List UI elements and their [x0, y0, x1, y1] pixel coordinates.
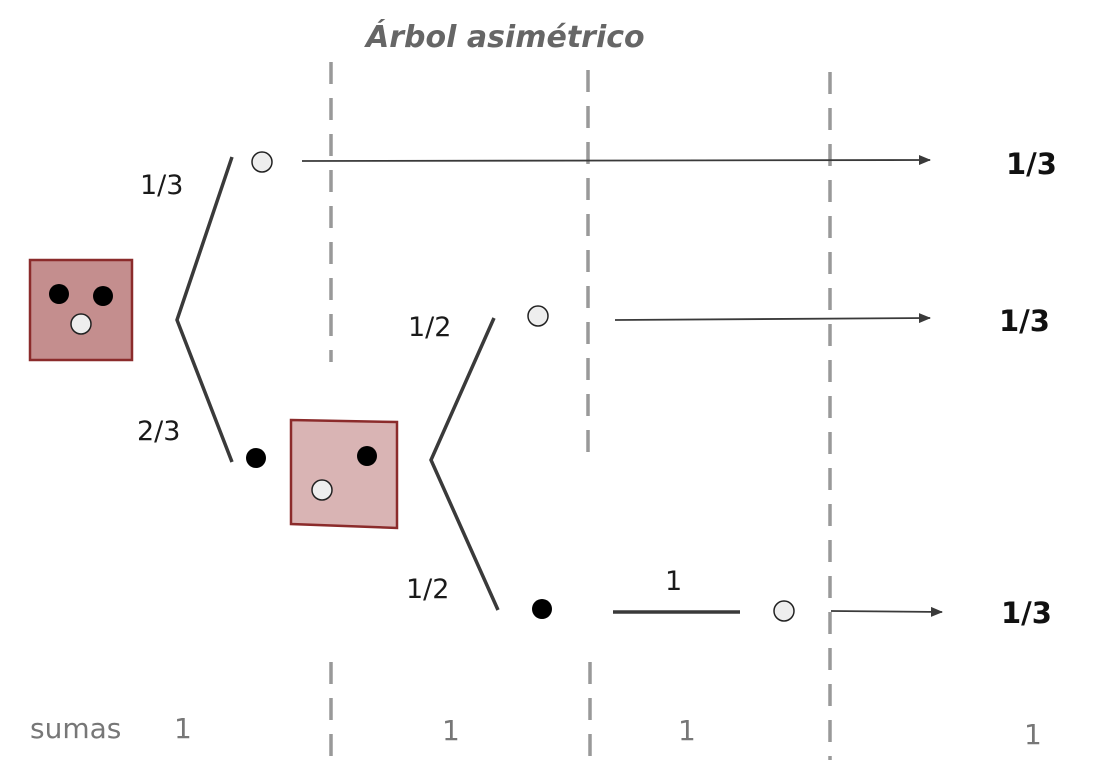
outcome-white-ball-first	[251, 151, 273, 173]
branch-label-third: 1	[665, 566, 683, 597]
urn-after-black-black-ball	[357, 446, 377, 466]
sum-value-2: 1	[442, 714, 460, 747]
branch-label-second-bottom: 1/2	[406, 574, 450, 605]
urn-initial-black-ball-2	[93, 286, 113, 306]
urn-initial-box	[28, 258, 134, 362]
second-branch	[429, 317, 500, 611]
sum-value-3: 1	[678, 714, 696, 747]
urn-after-black-white-ball	[311, 479, 333, 501]
outcome-white-ball-third	[773, 600, 795, 622]
outcome-black-ball-second	[532, 599, 552, 619]
branch-label-bottom: 2/3	[137, 416, 181, 447]
arrow-result-1	[301, 155, 931, 166]
result-1: 1/3	[1006, 147, 1057, 181]
outcome-black-ball-first	[246, 448, 266, 468]
result-2: 1/3	[999, 304, 1050, 338]
urn-after-black	[289, 418, 399, 530]
branch-lines-first	[175, 156, 234, 463]
diagram-title: Árbol asimétrico	[366, 20, 645, 55]
stage-dividers	[329, 62, 832, 760]
urn-initial	[28, 258, 134, 362]
urn-initial-white-ball	[70, 313, 92, 335]
urn-initial-black-ball-1	[49, 284, 69, 304]
urn-after-black-box	[289, 418, 399, 530]
branch-label-top: 1/3	[140, 170, 184, 201]
outcome-white-ball-second	[527, 305, 549, 327]
branch-lines-second	[429, 317, 500, 611]
result-3: 1/3	[1001, 596, 1052, 630]
branch-label-second-top: 1/2	[408, 312, 452, 343]
arrow-result-3	[830, 606, 943, 617]
arrow-result-2	[614, 313, 931, 324]
sum-value-4: 1	[1024, 718, 1042, 751]
sums-label: sumas	[30, 712, 122, 745]
first-branch	[175, 156, 234, 463]
result-arrows	[301, 155, 943, 617]
sum-value-1: 1	[174, 712, 192, 745]
